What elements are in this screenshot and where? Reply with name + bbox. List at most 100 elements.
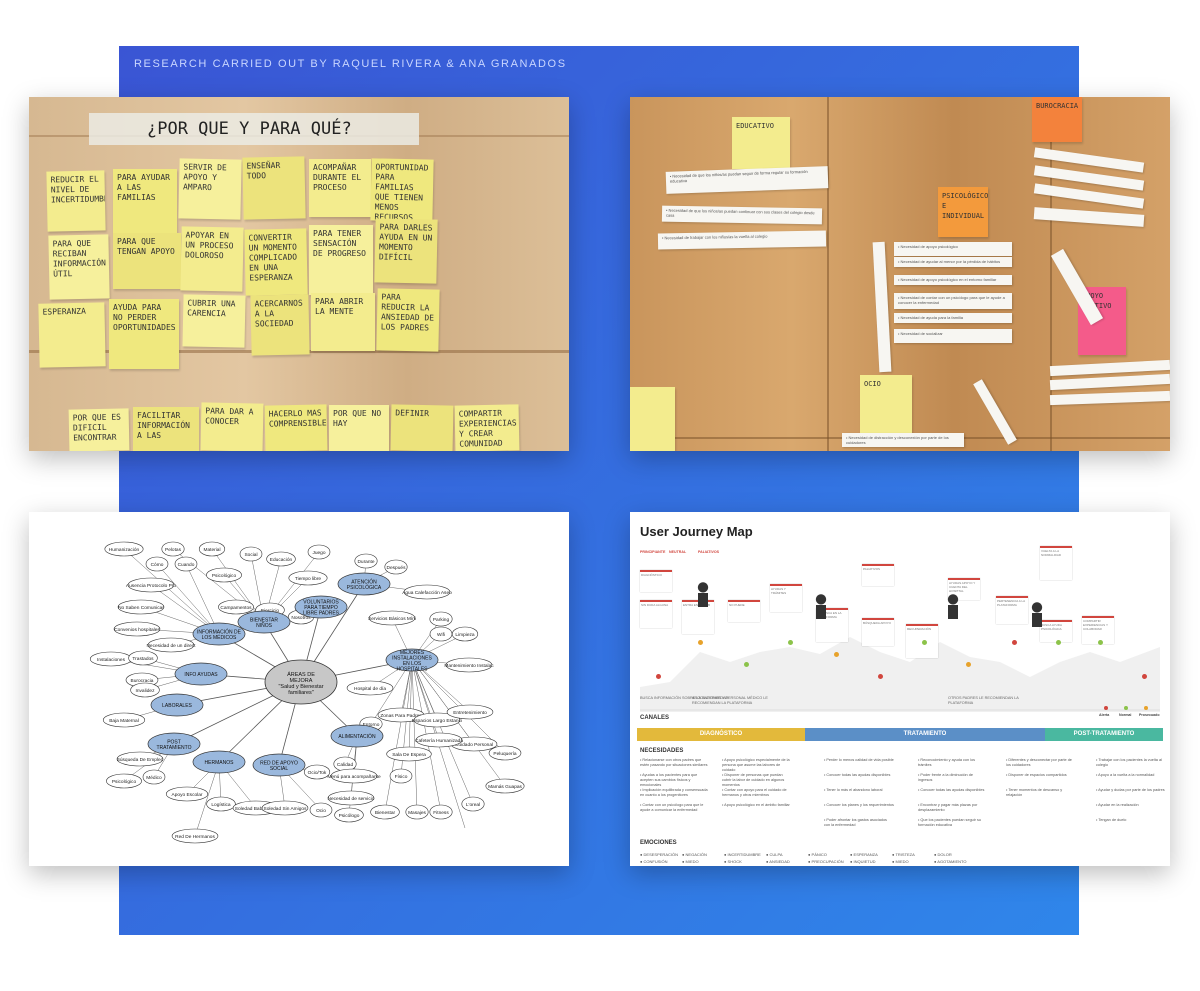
leaf-node xyxy=(307,544,331,560)
hub-label: HOSPITALES xyxy=(396,666,428,672)
connector-line xyxy=(194,761,220,837)
leaf-label: Tiempo libre xyxy=(295,576,322,582)
leaf-label: Nosotros xyxy=(291,615,311,621)
category-note: PSICOLÓGICO E INDIVIDUAL xyxy=(938,187,988,237)
connector-line xyxy=(411,659,418,813)
emotion-label: ● MIEDO xyxy=(892,859,909,864)
need-strip: • Necesidad de ayudar al menor por la pé… xyxy=(894,257,1012,267)
blank-strip xyxy=(1049,390,1170,406)
leaf-label: Masajes xyxy=(408,810,426,816)
hub-node xyxy=(237,610,291,634)
emotion-label: ● MIEDO xyxy=(682,859,699,864)
sticky-note: PARA DAR A CONOCER xyxy=(200,402,264,451)
hub-label: VOLUNTARIOS xyxy=(303,600,339,606)
legend-dot xyxy=(1144,706,1148,710)
leaf-node xyxy=(117,599,165,615)
sticky-note: POR QUE NO HAY xyxy=(329,405,389,451)
leaf-label: Cuidado Personal xyxy=(455,742,493,748)
need-item: • Tener lo más el abandono laboral xyxy=(824,788,883,792)
connector-line xyxy=(411,659,506,787)
research-credit: RESEARCH CARRIED OUT BY RAQUEL RIVERA & … xyxy=(134,58,567,70)
leaf-node xyxy=(206,567,242,583)
emotion-label: ● DOLOR xyxy=(934,852,952,857)
emotion-label: ● TRISTEZA xyxy=(892,852,915,857)
leaf-node xyxy=(429,611,453,627)
journey-step-card: VUELTA A LA NORMALIDAD xyxy=(1040,546,1072,580)
leaf-label: Ocio/Tok xyxy=(308,770,327,776)
category-note: APOYO EMOTIVO xyxy=(1078,287,1126,355)
hub-label: LIBRE PADRES xyxy=(303,611,340,617)
leaf-label: Pelotas xyxy=(165,547,182,553)
center-label: familiares" xyxy=(288,690,314,696)
need-item: • Trabajar con los pacientes la vuelta a… xyxy=(1096,758,1162,767)
need-item: • Conocer todas las ayudas disponibles xyxy=(918,788,985,792)
hub-label: PARA TIEMPO xyxy=(304,605,338,611)
sticky-note: APOYAR EN UN PROCESO DOLOROSO xyxy=(180,226,244,292)
leaf-label: Juego xyxy=(312,550,325,556)
emotion-label: ● DESESPERACIÓN xyxy=(640,852,678,857)
sticky-note: SERVIR DE APOYO Y AMPARO xyxy=(178,158,242,220)
emotion-dot xyxy=(656,674,661,679)
leaf-label: Cafetería Humanizada xyxy=(415,738,463,744)
journey-chart-svg xyxy=(640,637,1160,712)
leaf-label: Wifi xyxy=(437,632,445,638)
legend-dot xyxy=(1124,706,1128,710)
emotion-label: ● NEGACIÓN xyxy=(682,852,707,857)
leaf-label: Entretenimiento xyxy=(453,710,487,716)
leaf-node xyxy=(147,637,195,653)
leaf-node xyxy=(368,610,416,626)
center-node xyxy=(264,659,338,705)
channel-text: BUSCA INFORMACIÓN SOBRE LA ENFERMEDAD xyxy=(640,696,729,700)
journey-step-card: NO PUEDE xyxy=(728,600,760,622)
leaf-node xyxy=(327,790,375,806)
leaf-label: Soledad Babysitting xyxy=(235,806,278,812)
need-strip: • Necesidad de distracción y desconexión… xyxy=(842,433,964,447)
connector-line xyxy=(185,563,220,635)
sticky-note-corner xyxy=(630,387,675,451)
hub-node xyxy=(294,595,348,619)
need-item: • Contar con un psicólogo para que le ay… xyxy=(640,803,704,812)
hub-label: INSTALACIONES xyxy=(392,655,432,661)
leaf-label: Humanización xyxy=(109,547,140,553)
emotion-dot xyxy=(1056,640,1061,645)
category-note: OCIO xyxy=(860,375,912,433)
leaf-label: Apoyo Escolar xyxy=(172,792,203,798)
leaf-label: Cómo xyxy=(151,562,164,568)
channels-label: CANALES xyxy=(640,715,670,721)
sticky-note: PARA TENER SENSACIÓN DE PROGRESO xyxy=(309,225,373,295)
leaf-node xyxy=(174,556,198,572)
hub-label: INFORMACIÓN DE xyxy=(197,628,242,635)
legend-dot xyxy=(1104,706,1108,710)
phase-band: POST-TRATAMIENTO xyxy=(1045,728,1163,741)
emotion-label: ● SHOCK xyxy=(724,859,742,864)
blank-strip xyxy=(1049,373,1170,391)
need-strip: • Necesidad de que los niños/as puedan s… xyxy=(665,166,829,194)
connector-line xyxy=(156,563,220,635)
leaf-label: Servicios Básicos Míni xyxy=(368,616,416,622)
wood-seam xyxy=(827,97,829,451)
sticky-note: OPORTUNIDAD PARA FAMILIAS QUE TIENEN MEN… xyxy=(370,158,434,222)
leaf-label: Invalidez xyxy=(136,688,156,694)
connector-line xyxy=(384,659,413,813)
center-label: MEJORA xyxy=(290,678,313,684)
leaf-label: Menú para acompañante xyxy=(327,774,381,780)
need-item: • Disponer de personas que puedan cubrir… xyxy=(722,773,785,787)
hub-label: ATENCIÓN xyxy=(351,578,377,585)
leaf-node xyxy=(165,786,209,802)
legend-label: Alerta xyxy=(1099,713,1110,717)
need-strip: • Necesidad de socializar xyxy=(894,329,1012,343)
leaf-label: Agua Calefacción Aseo xyxy=(402,590,452,596)
leaf-label: Ocio xyxy=(316,808,326,814)
category-note: BUROCRACIA xyxy=(1032,97,1082,142)
need-item: • Perder lo menos calidad de vida posibl… xyxy=(824,758,894,762)
sticky-note: PARA ABRIR LA MENTE xyxy=(311,293,375,351)
sticky-note: ESPERANZA xyxy=(38,302,106,368)
persona-tag: PRINCIPIANTE xyxy=(640,550,666,554)
leaf-label: Mamás Guapas xyxy=(488,784,522,790)
leaf-label: Fitness xyxy=(433,810,449,816)
person-illustration xyxy=(1026,602,1048,632)
leaf-label: Cuando xyxy=(178,562,195,568)
